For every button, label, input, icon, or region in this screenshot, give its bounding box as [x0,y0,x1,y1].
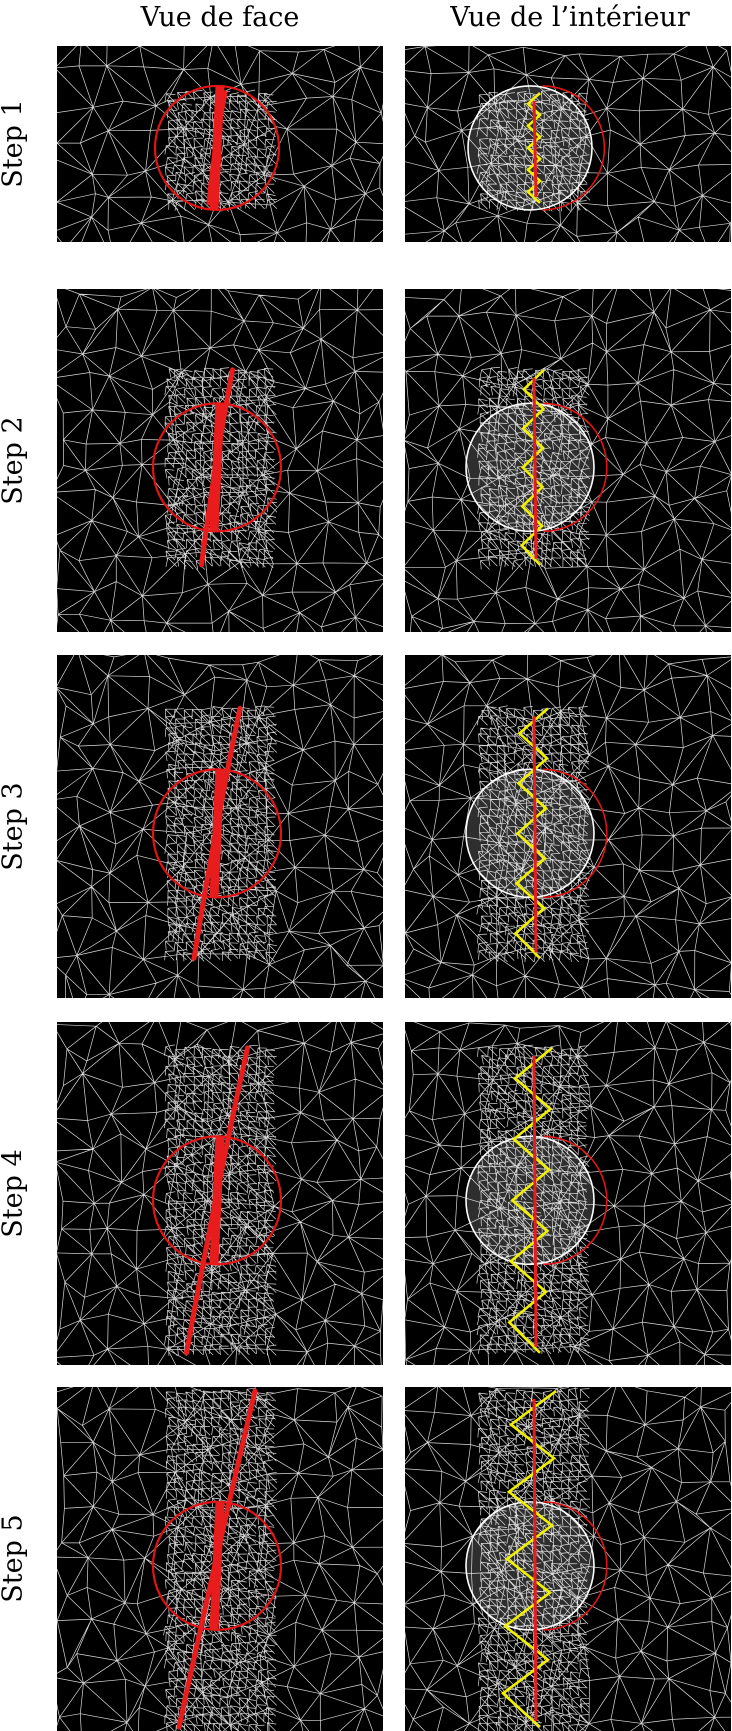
crack-core [209,1136,225,1265]
step-label: Step 5 [0,1514,29,1603]
crack-trace [532,1055,538,1347]
crack-core [209,769,225,898]
sphere-rim [542,402,608,533]
front-view-panel [57,1387,383,1731]
crack-trace [532,377,538,559]
interior-view-panel [405,289,731,632]
step-label: Step 1 [0,99,29,188]
mesh [405,46,731,242]
crack-core [209,403,225,532]
step-label: Step 3 [0,781,29,871]
inclusion-sphere [465,768,595,899]
interior-view-panel [405,1387,731,1731]
mesh [57,46,383,242]
mesh [405,289,731,632]
crack-front [500,1389,557,1728]
mesh [405,655,731,998]
interior-view-panel [405,1022,731,1365]
column-title-interior: Vue de l’intérieur [450,2,690,33]
front-view-panel [57,46,383,242]
inclusion-sphere [465,402,595,533]
crack-trace [532,1398,538,1722]
crack-core [209,1501,225,1631]
sphere-rim [542,768,608,899]
sphere-rim [542,85,606,211]
step-label: Step 2 [0,415,29,505]
inclusion-sphere [465,1135,595,1266]
interior-view-panel [405,655,731,998]
column-title-front: Vue de face [140,2,300,33]
crack-trace [532,100,538,197]
interior-view-panel [405,46,731,242]
front-view-panel [57,289,383,632]
inclusion-sphere [467,85,593,211]
crack-core [209,85,225,211]
front-view-panel [57,1022,383,1365]
crack-trace [532,716,538,953]
mesh [405,1387,731,1731]
sphere-rim [542,1501,608,1631]
front-view-panel [57,655,383,998]
step-label: Step 4 [0,1148,29,1238]
sphere-rim [542,1135,608,1266]
inclusion-sphere [465,1501,595,1631]
mesh [57,289,383,632]
crack-front [507,1046,553,1354]
